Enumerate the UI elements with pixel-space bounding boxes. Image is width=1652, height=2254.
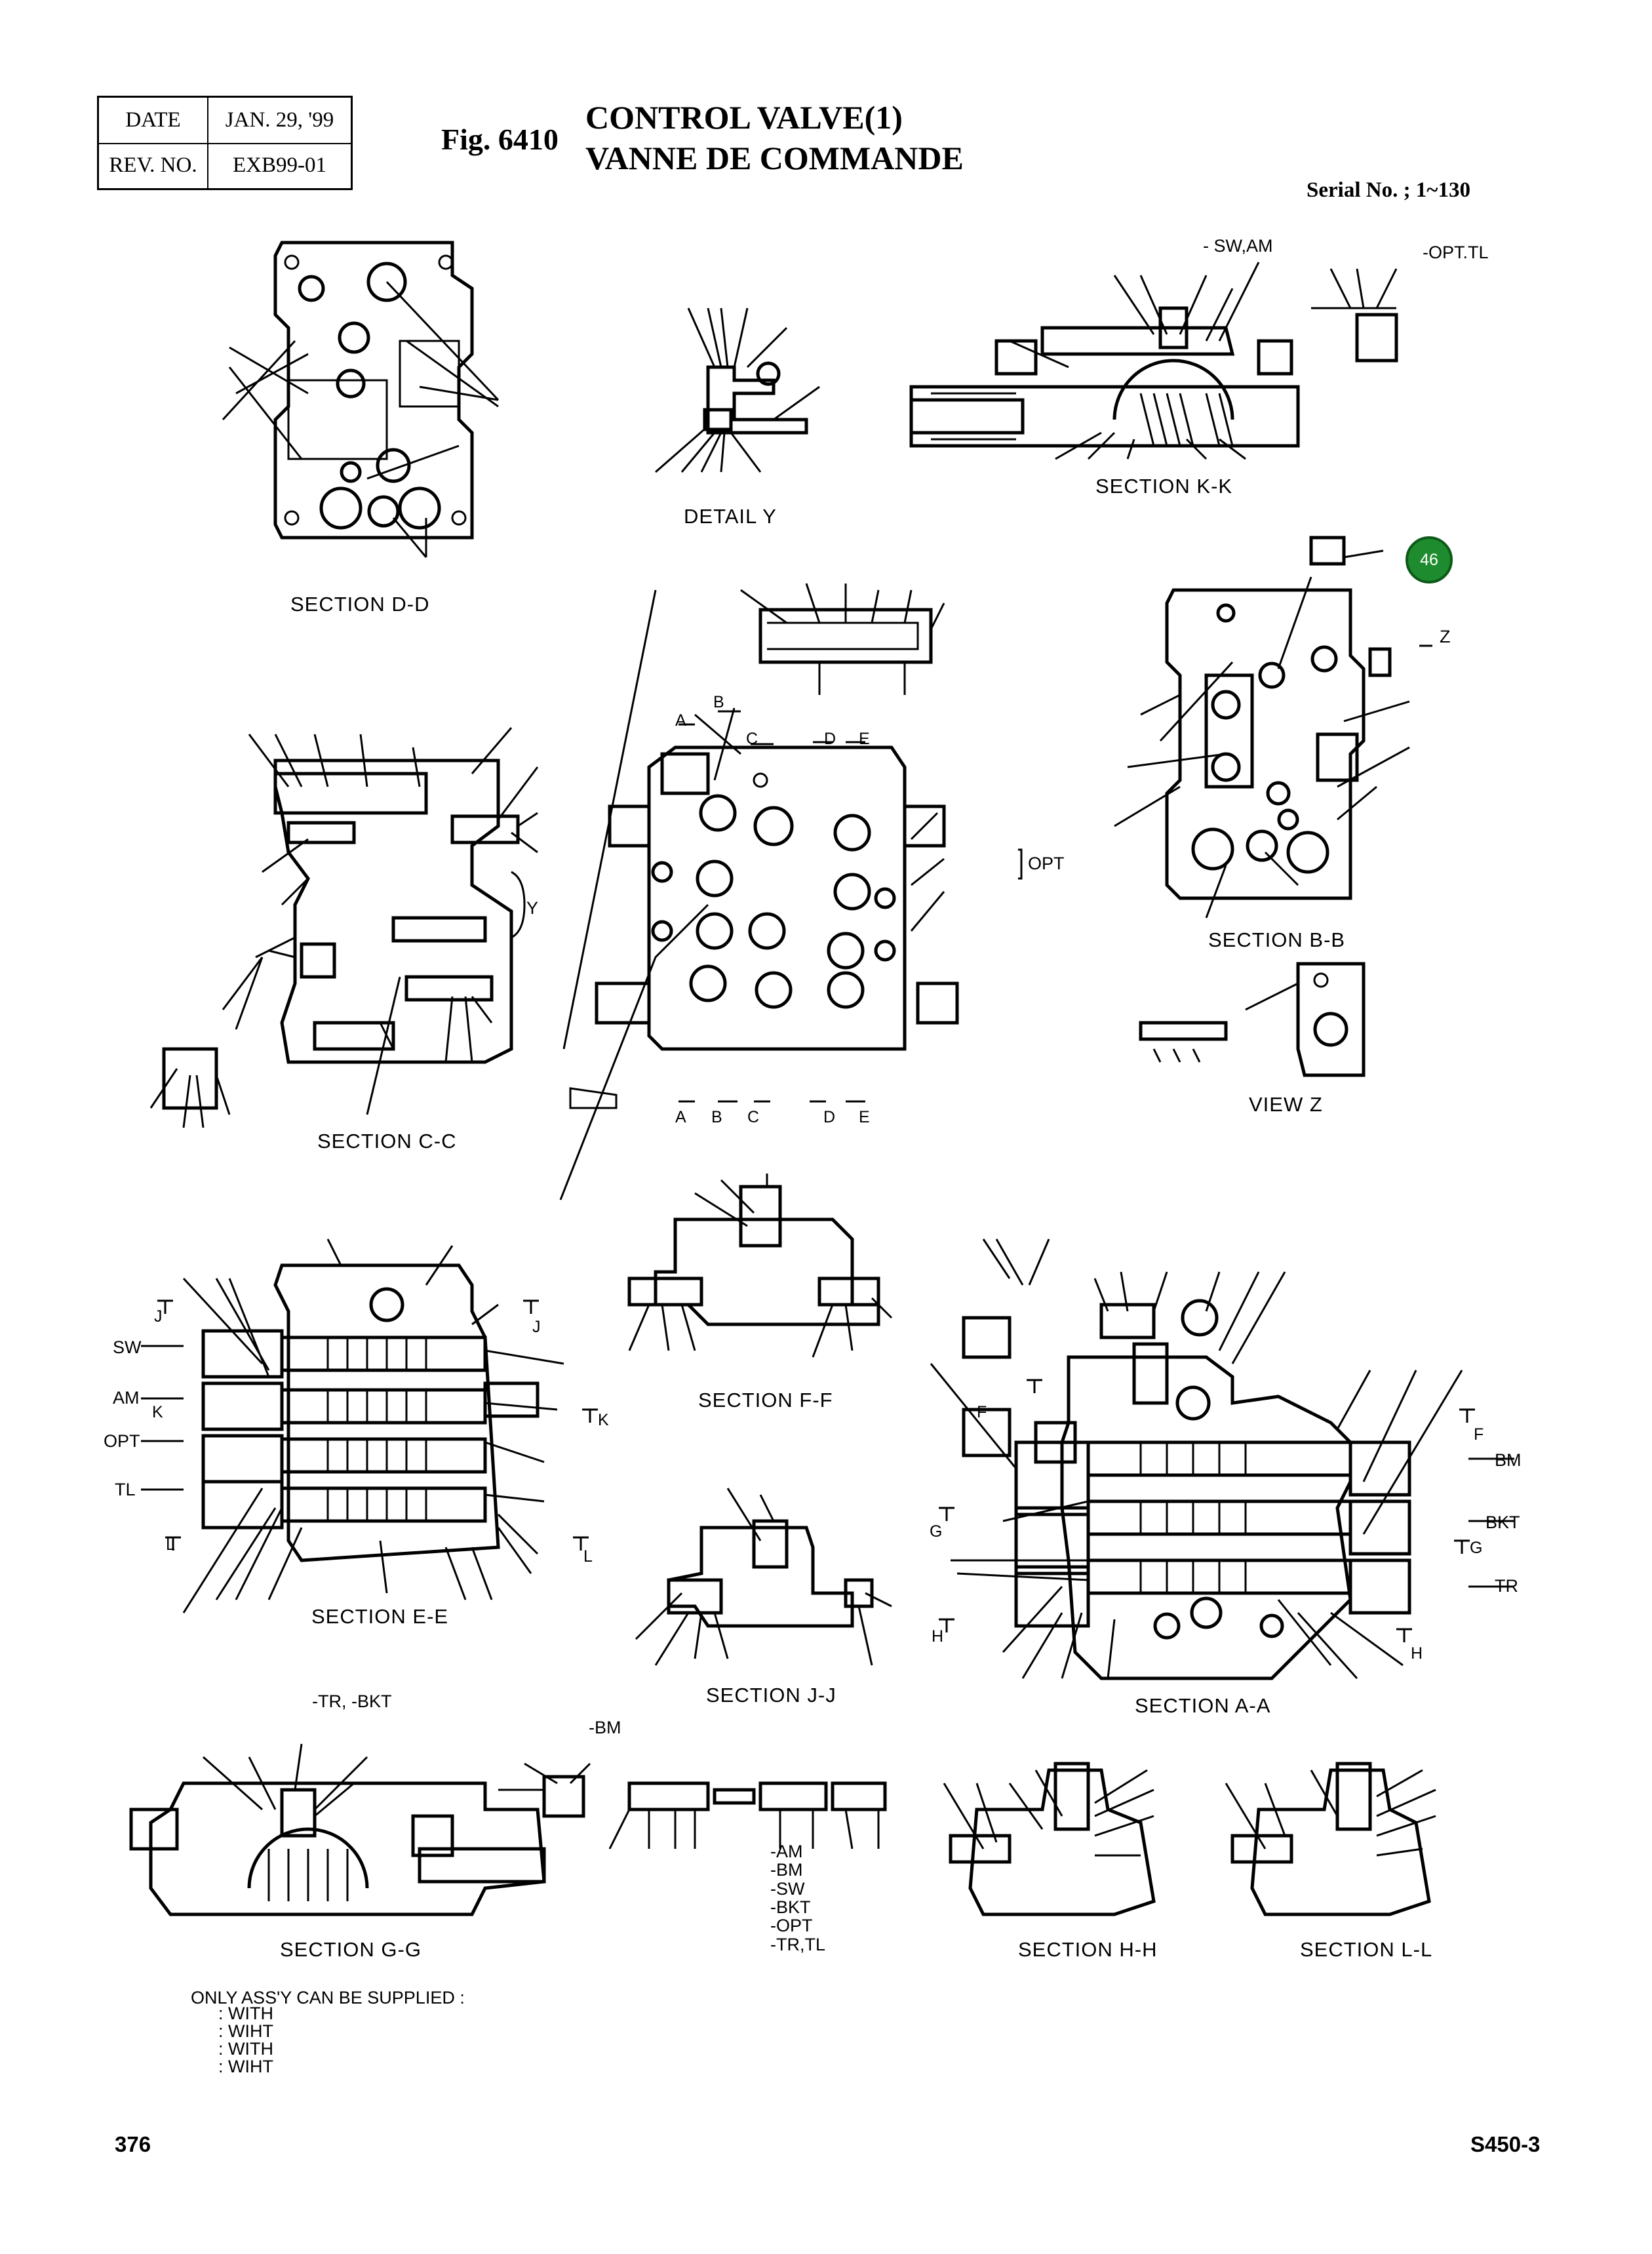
section-kk-drawing (909, 262, 1398, 460)
section-bb-drawing (1114, 536, 1410, 919)
caption-detail-y: DETAIL Y (684, 505, 777, 528)
variant-opt: -OPT (770, 1916, 813, 1936)
note-list: : WITH : WIHT : WITH : WIHT (218, 2005, 273, 2076)
callout-opt-tl: -OPT.TL (1423, 243, 1489, 262)
caption-section-ll: SECTION L-L (1300, 1938, 1433, 1961)
parts-strip-drawing (608, 1781, 887, 1849)
figure-number: Fig. 6410 (441, 123, 559, 156)
label-sw: SW (113, 1337, 142, 1357)
marker-j-right: J (532, 1318, 541, 1336)
marker-e-bottom: E (859, 1108, 870, 1126)
section-hh-drawing (943, 1762, 1156, 1916)
rev-value: EXB99-01 (233, 153, 326, 177)
callout-sw-am: - SW,AM (1203, 236, 1273, 256)
variant-sw: -SW (770, 1878, 805, 1899)
label-bm: BM (1495, 1450, 1522, 1470)
callout-tr-bkt: -TR, -BKT (312, 1691, 392, 1711)
marker-j-left: J (154, 1307, 163, 1326)
callout-badge-46: 46 (1406, 536, 1453, 583)
caption-section-jj: SECTION J-J (706, 1684, 836, 1707)
callout-z: Z (1440, 627, 1451, 646)
callout-y: Y (526, 898, 539, 918)
view-z-drawing (1139, 962, 1366, 1077)
section-aa-drawing (930, 1238, 1463, 1680)
page-number: 376 (115, 2132, 151, 2156)
marker-k-right: K (598, 1411, 609, 1429)
marker-a-top: A (675, 711, 686, 730)
section-cc-drawing (149, 727, 539, 1128)
marker-g-left: G (930, 1522, 943, 1541)
marker-b-bottom: B (711, 1108, 722, 1126)
title-french: VANNE DE COMMANDE (585, 140, 964, 176)
note-with-2: : WITH (218, 2039, 273, 2059)
marker-l-right: L (583, 1547, 593, 1566)
marker-h-left: H (932, 1627, 944, 1646)
marker-c-bottom: C (747, 1108, 760, 1126)
marker-d-bottom: D (823, 1108, 836, 1126)
marker-l-left: L (166, 1535, 175, 1554)
marker-h-right: H (1411, 1644, 1423, 1663)
caption-section-dd: SECTION D-D (290, 593, 430, 616)
variant-am: -AM (770, 1842, 803, 1861)
label-opt: OPT (104, 1431, 140, 1451)
marker-f-right: F (1474, 1425, 1484, 1444)
revision-table: DATE JAN. 29, '99 REV. NO. EXB99-01 (97, 96, 353, 190)
rev-key: REV. NO. (99, 143, 208, 188)
marker-f-left: F (977, 1403, 987, 1421)
section-jj-drawing (635, 1488, 892, 1666)
marker-a-bottom: A (675, 1108, 686, 1126)
main-block-drawing (559, 583, 959, 1200)
caption-view-z: VIEW Z (1249, 1093, 1323, 1116)
date-value: JAN. 29, '99 (225, 108, 334, 132)
section-gg-drawing (129, 1743, 591, 1916)
marker-g-right: G (1470, 1539, 1483, 1557)
label-bkt: BKT (1485, 1513, 1520, 1532)
variant-list: -AM -BM -SW -BKT -OPT -TR,TL (770, 1842, 825, 1954)
caption-section-aa: SECTION A-A (1135, 1694, 1271, 1717)
note-only-assy: ONLY ASS'Y CAN BE SUPPLIED : (191, 1988, 465, 2007)
date-key: DATE (99, 98, 208, 143)
marker-d-top: D (824, 730, 836, 748)
caption-section-gg: SECTION G-G (280, 1938, 422, 1961)
variant-bm: -BM (770, 1860, 803, 1880)
note-wiht-2: : WIHT (218, 2057, 273, 2076)
serial-range: Serial No. ; 1~130 (1307, 178, 1470, 202)
detail-y-drawing (655, 307, 820, 473)
marker-e-top: E (859, 730, 870, 748)
model-code: S450-3 (1470, 2132, 1541, 2156)
marker-k-left: K (152, 1403, 163, 1421)
variant-tr-tl: -TR,TL (770, 1934, 825, 1954)
caption-section-cc: SECTION C-C (317, 1130, 457, 1153)
caption-section-ff: SECTION F-F (698, 1389, 833, 1412)
variant-bkt: -BKT (770, 1897, 811, 1918)
label-tl: TL (115, 1480, 136, 1499)
note-wiht-1: : WIHT (218, 2021, 273, 2041)
section-dd-drawing (222, 241, 500, 558)
caption-section-ee: SECTION E-E (311, 1605, 449, 1628)
section-ll-drawing (1225, 1762, 1436, 1916)
section-ee-drawing (182, 1238, 564, 1613)
section-ff-drawing (627, 1174, 893, 1358)
note-with-1: : WITH (218, 2004, 273, 2023)
caption-section-bb: SECTION B-B (1208, 928, 1346, 951)
callout-opt: OPT (1028, 854, 1065, 873)
caption-section-hh: SECTION H-H (1018, 1938, 1158, 1961)
title-english: CONTROL VALVE(1) (585, 99, 903, 136)
callout-bm-top: -BM (589, 1718, 621, 1737)
section-markers (141, 644, 1514, 1642)
marker-b-top: B (713, 693, 724, 711)
caption-section-kk: SECTION K-K (1095, 475, 1233, 498)
marker-c-top: C (746, 730, 758, 748)
label-tr: TR (1495, 1576, 1518, 1596)
label-am: AM (113, 1388, 140, 1408)
